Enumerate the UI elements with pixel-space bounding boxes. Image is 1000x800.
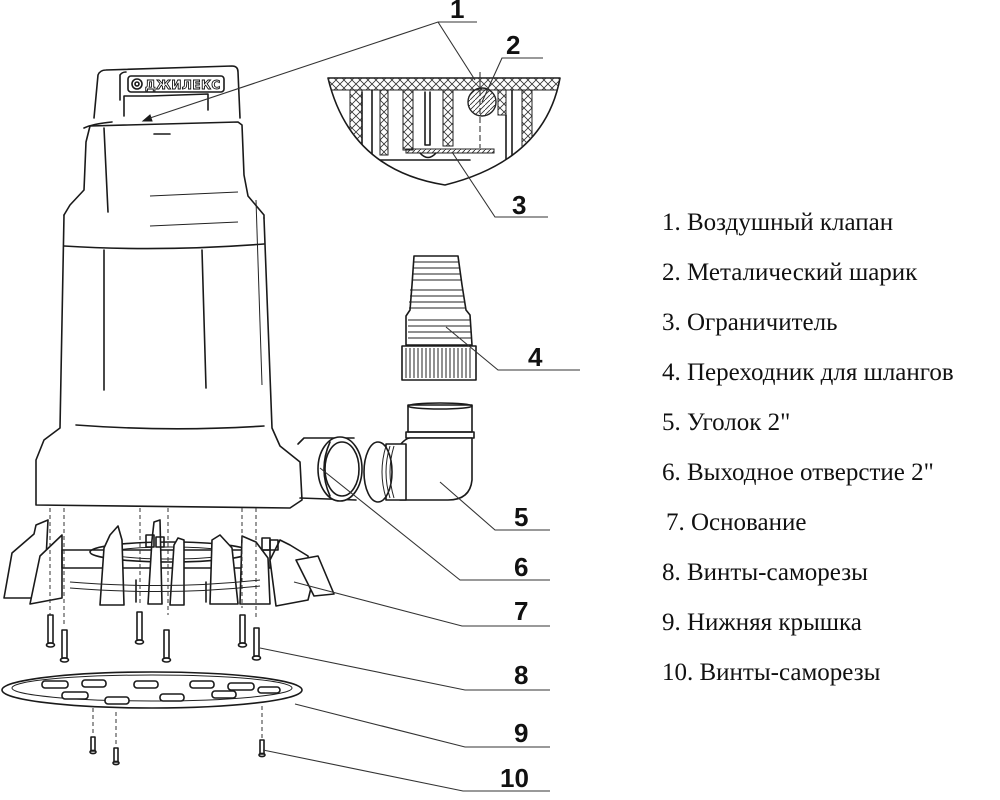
pump-base-7 — [3, 519, 335, 607]
legend-item-label: Нижняя крышка — [687, 609, 862, 636]
callout-9: 9 — [514, 718, 528, 748]
parts-legend: 1. Воздушный клапан 2. Металический шари… — [662, 205, 954, 705]
screw — [258, 739, 266, 758]
legend-item-number: 4. — [662, 359, 681, 386]
screw — [251, 627, 262, 661]
legend-item: 10. Винты-саморезы — [662, 655, 954, 705]
callout-4: 4 — [528, 342, 543, 372]
screw — [134, 611, 145, 645]
legend-item: 4. Переходник для шлангов — [662, 355, 954, 405]
elbow-5 — [363, 402, 475, 503]
leader-lines — [149, 21, 580, 792]
legend-item: 6. Выходное отверстие 2" — [662, 455, 954, 505]
legend-item-number: 6. — [662, 459, 681, 486]
callout-6: 6 — [514, 552, 528, 582]
legend-item-number: 1. — [662, 209, 681, 236]
callout-10: 10 — [500, 763, 529, 793]
callout-7: 7 — [514, 596, 528, 626]
legend-item-label: Воздушный клапан — [687, 209, 894, 236]
legend-item-number: 8. — [662, 559, 681, 586]
legend-item-number: 9. — [662, 609, 681, 636]
legend-item: 2. Металический шарик — [662, 255, 954, 305]
callout-8: 8 — [514, 660, 528, 690]
screws-8 — [45, 508, 262, 663]
pump-body: ДЖИЛЕКС — [35, 65, 363, 509]
screw — [89, 736, 97, 755]
legend-item: 3. Ограничитель — [662, 305, 954, 355]
legend-item-number: 5. — [662, 409, 681, 436]
brand-logo-text: ДЖИЛЕКС — [145, 78, 221, 92]
legend-item: 5. Уголок 2" — [662, 405, 954, 455]
legend-item-number: 3. — [662, 309, 681, 336]
legend-item-label: Ограничитель — [687, 309, 838, 336]
callout-numbers: 1 2 3 4 5 6 7 8 9 10 — [450, 0, 543, 793]
legend-item: 7. Основание — [662, 505, 954, 555]
legend-item-label: Винты-саморезы — [699, 659, 881, 686]
legend-item: 8. Винты-саморезы — [662, 555, 954, 605]
legend-item-number: 2. — [662, 259, 681, 286]
legend-item: 9. Нижняя крышка — [662, 605, 954, 655]
legend-item-number: 10. — [662, 659, 694, 686]
legend-item-label: Выходное отверстие 2" — [687, 459, 934, 486]
screw — [112, 747, 120, 766]
callout-5: 5 — [514, 502, 528, 532]
hose-adapter-4 — [401, 255, 477, 381]
callout-3: 3 — [512, 190, 526, 220]
legend-item-number: 7. — [666, 509, 685, 536]
air-valve-detail — [327, 72, 561, 186]
legend-item-label: Металический шарик — [687, 259, 918, 286]
pump-handle — [93, 65, 241, 119]
legend-item-label: Уголок 2" — [687, 409, 791, 436]
screw — [59, 629, 70, 663]
legend-item-label: Винты-саморезы — [687, 559, 868, 586]
legend-item-label: Основание — [691, 509, 807, 536]
legend-item-label: Переходник для шлангов — [687, 359, 954, 386]
screw — [45, 614, 56, 648]
screw — [237, 614, 248, 648]
screw — [161, 629, 172, 663]
screws-10 — [89, 706, 266, 766]
callout-1: 1 — [450, 0, 464, 24]
bottom-cover-9 — [1, 671, 303, 709]
brand-logo: ДЖИЛЕКС — [127, 75, 225, 93]
legend-item: 1. Воздушный клапан — [662, 205, 954, 255]
callout-2: 2 — [506, 30, 520, 60]
pump-outlet-6 — [297, 436, 363, 502]
